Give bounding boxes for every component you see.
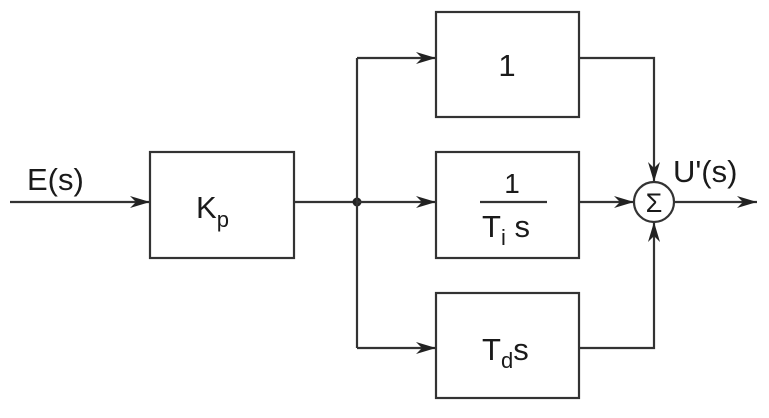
proportional-to-sum-line: [579, 56, 660, 182]
integral-block: [434, 150, 581, 260]
derivative-to-sum-line: [579, 222, 660, 350]
integral-denominator: Ti s: [482, 209, 530, 250]
proportional-block: [434, 10, 581, 119]
output-label: U'(s): [673, 154, 737, 189]
derivative-block-label: Tds: [482, 332, 529, 373]
integral-numerator: 1: [504, 168, 520, 199]
sigma-symbol: Σ: [646, 188, 663, 218]
input-label: E(s): [27, 162, 84, 197]
proportional-block-label: 1: [498, 48, 515, 83]
derivative-block: [434, 291, 581, 400]
gain-block: [148, 150, 296, 260]
gain-block-label: Kp: [196, 190, 229, 232]
